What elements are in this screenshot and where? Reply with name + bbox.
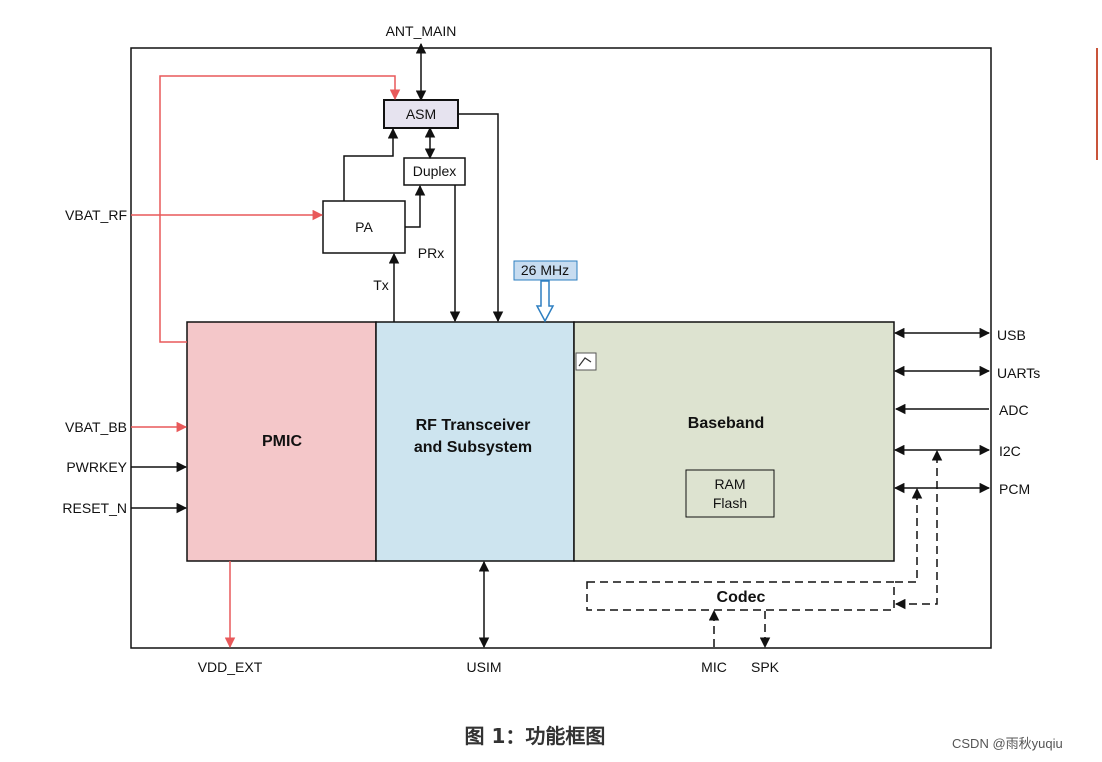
memory-label-ram: RAM bbox=[714, 476, 745, 492]
vdd-ext-label: VDD_EXT bbox=[198, 659, 263, 675]
antenna-label: ANT_MAIN bbox=[386, 23, 457, 39]
pmic-block bbox=[186, 321, 377, 562]
tx-label: Tx bbox=[373, 277, 389, 293]
usb-label: USB bbox=[997, 327, 1026, 343]
rf-transceiver-block bbox=[375, 321, 575, 562]
asm-control-line bbox=[458, 113, 504, 323]
rf-transceiver-label-2: and Subsystem bbox=[414, 439, 532, 456]
duplex-label: Duplex bbox=[413, 163, 457, 179]
adc-label: ADC bbox=[999, 402, 1029, 418]
module-boundary bbox=[130, 47, 992, 649]
clock-arrow bbox=[535, 280, 555, 323]
rf-transceiver-label-1: RF Transceiver bbox=[416, 417, 531, 434]
edge-accent-bar bbox=[1096, 48, 1098, 160]
mic-label: MIC bbox=[701, 659, 727, 675]
codec-block bbox=[586, 581, 895, 611]
uarts-label: UARTs bbox=[997, 365, 1040, 381]
pcm-label: PCM bbox=[999, 481, 1030, 497]
watermark: CSDN @雨秋yuqiu bbox=[952, 736, 1063, 751]
pa-to-duplex-line bbox=[405, 184, 426, 228]
pa-to-asm-line bbox=[343, 127, 399, 201]
clock-label: 26 MHz bbox=[521, 262, 569, 278]
duplex-block bbox=[403, 157, 466, 186]
vbat-rf-to-asm-line bbox=[159, 75, 401, 343]
vbat-bb-label: VBAT_BB bbox=[65, 419, 127, 435]
pa-block bbox=[322, 200, 406, 254]
baseband-block bbox=[573, 321, 895, 562]
reset-n-label: RESET_N bbox=[62, 500, 127, 516]
codec-pcm-dashed-line bbox=[895, 487, 923, 583]
baseband-label: Baseband bbox=[688, 415, 764, 432]
clock-box bbox=[513, 260, 578, 281]
pwrkey-label: PWRKEY bbox=[66, 459, 127, 475]
asm-label: ASM bbox=[406, 106, 436, 122]
pmic-label: PMIC bbox=[262, 433, 302, 450]
codec-i2c-dashed-line bbox=[894, 449, 943, 610]
i2c-label: I2C bbox=[999, 443, 1021, 459]
prx-label: PRx bbox=[418, 245, 444, 261]
pa-label: PA bbox=[355, 219, 373, 235]
vbat-rf-label: VBAT_RF bbox=[65, 207, 127, 223]
memory-block bbox=[685, 469, 775, 518]
figure-caption: 图 1：功能框图 bbox=[464, 724, 606, 748]
spk-label: SPK bbox=[751, 659, 780, 675]
usim-label: USIM bbox=[467, 659, 502, 675]
codec-label: Codec bbox=[717, 589, 766, 606]
memory-label-flash: Flash bbox=[713, 495, 747, 511]
translate-widget-icon[interactable] bbox=[575, 352, 597, 371]
